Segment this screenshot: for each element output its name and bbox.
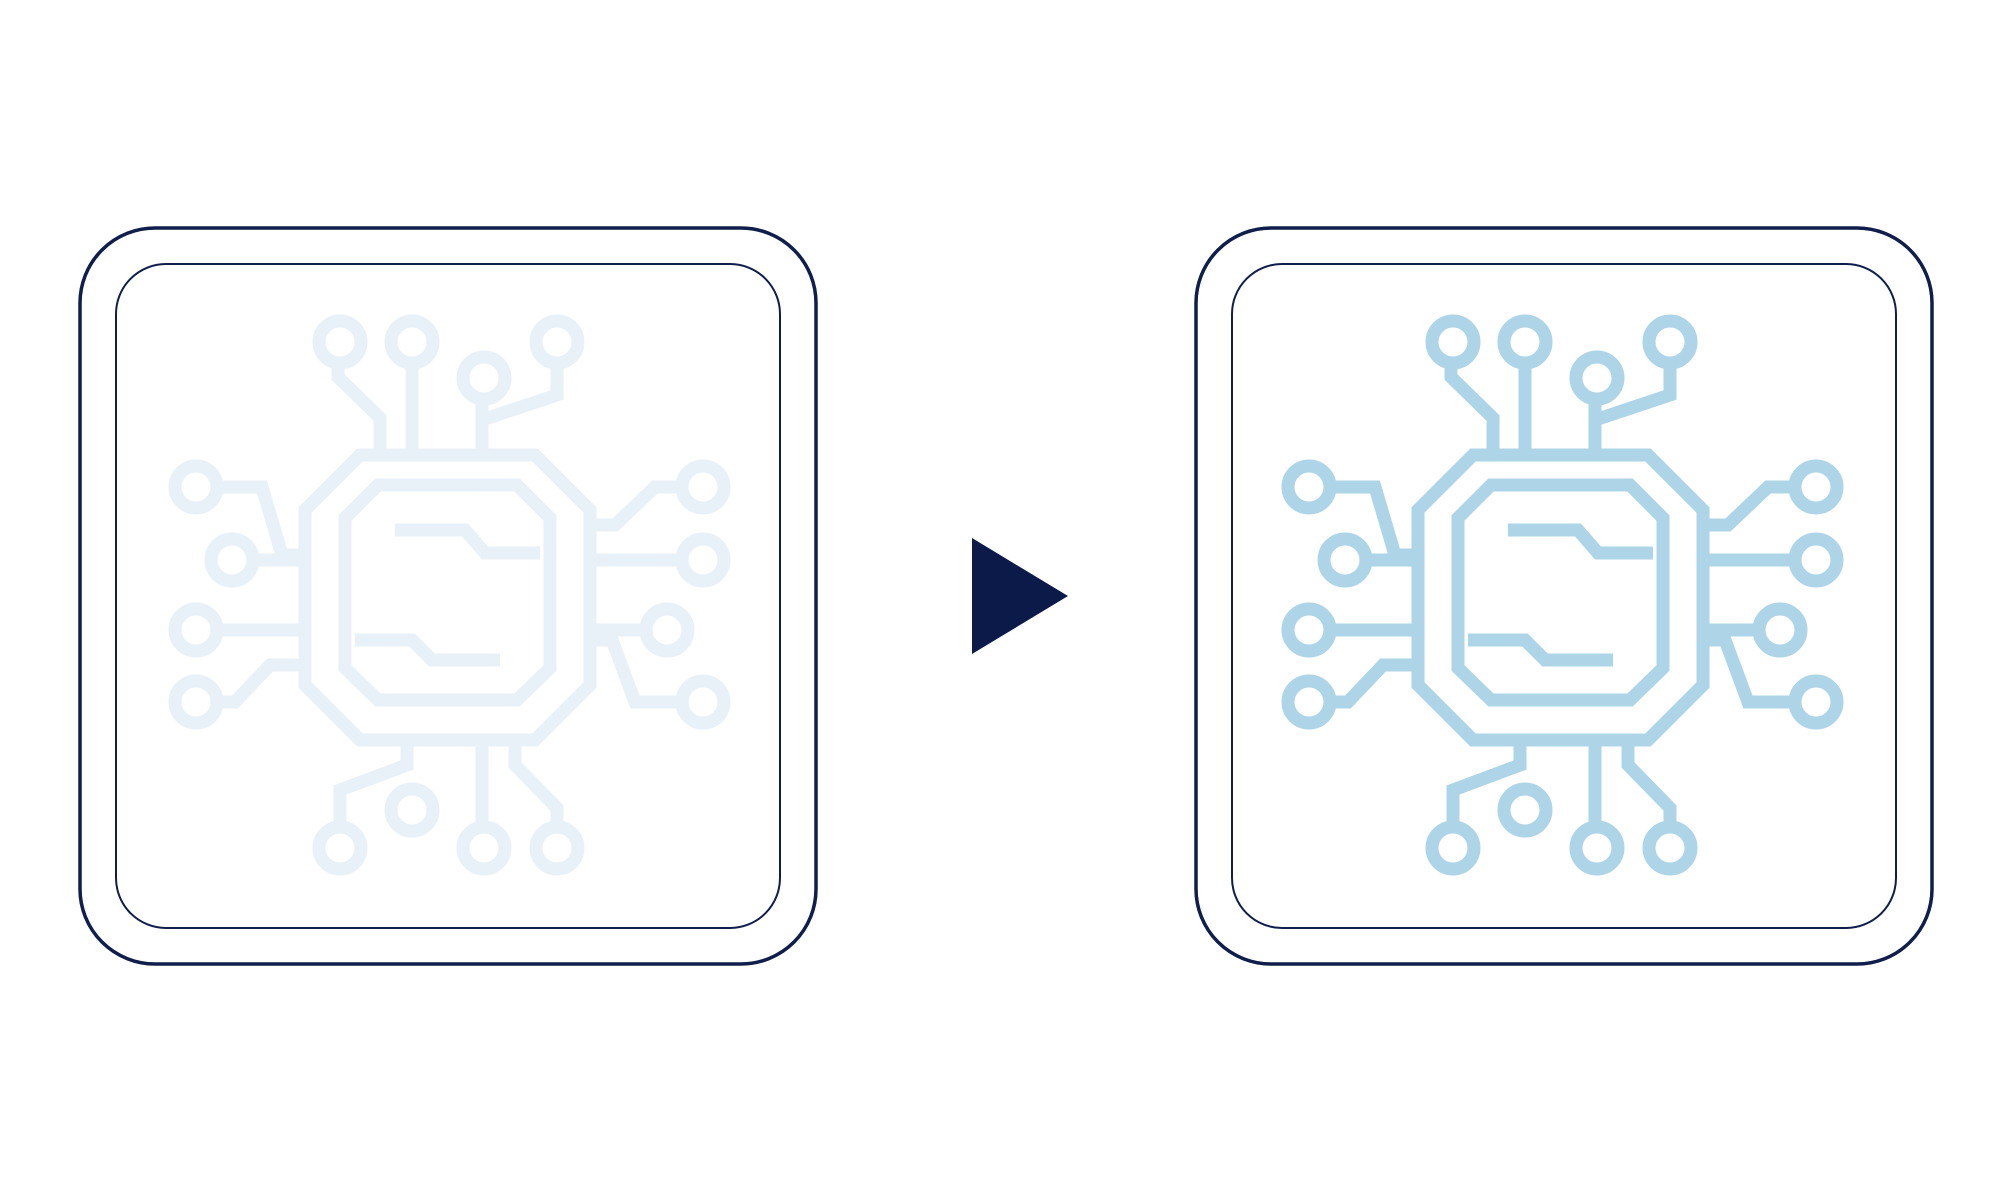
chip-panel-active: [1194, 226, 1934, 966]
chip-icon: [175, 321, 724, 869]
play-arrow-icon: [972, 538, 1068, 654]
chip-icon: [1288, 321, 1837, 869]
chip-panel-inactive: [78, 226, 818, 966]
